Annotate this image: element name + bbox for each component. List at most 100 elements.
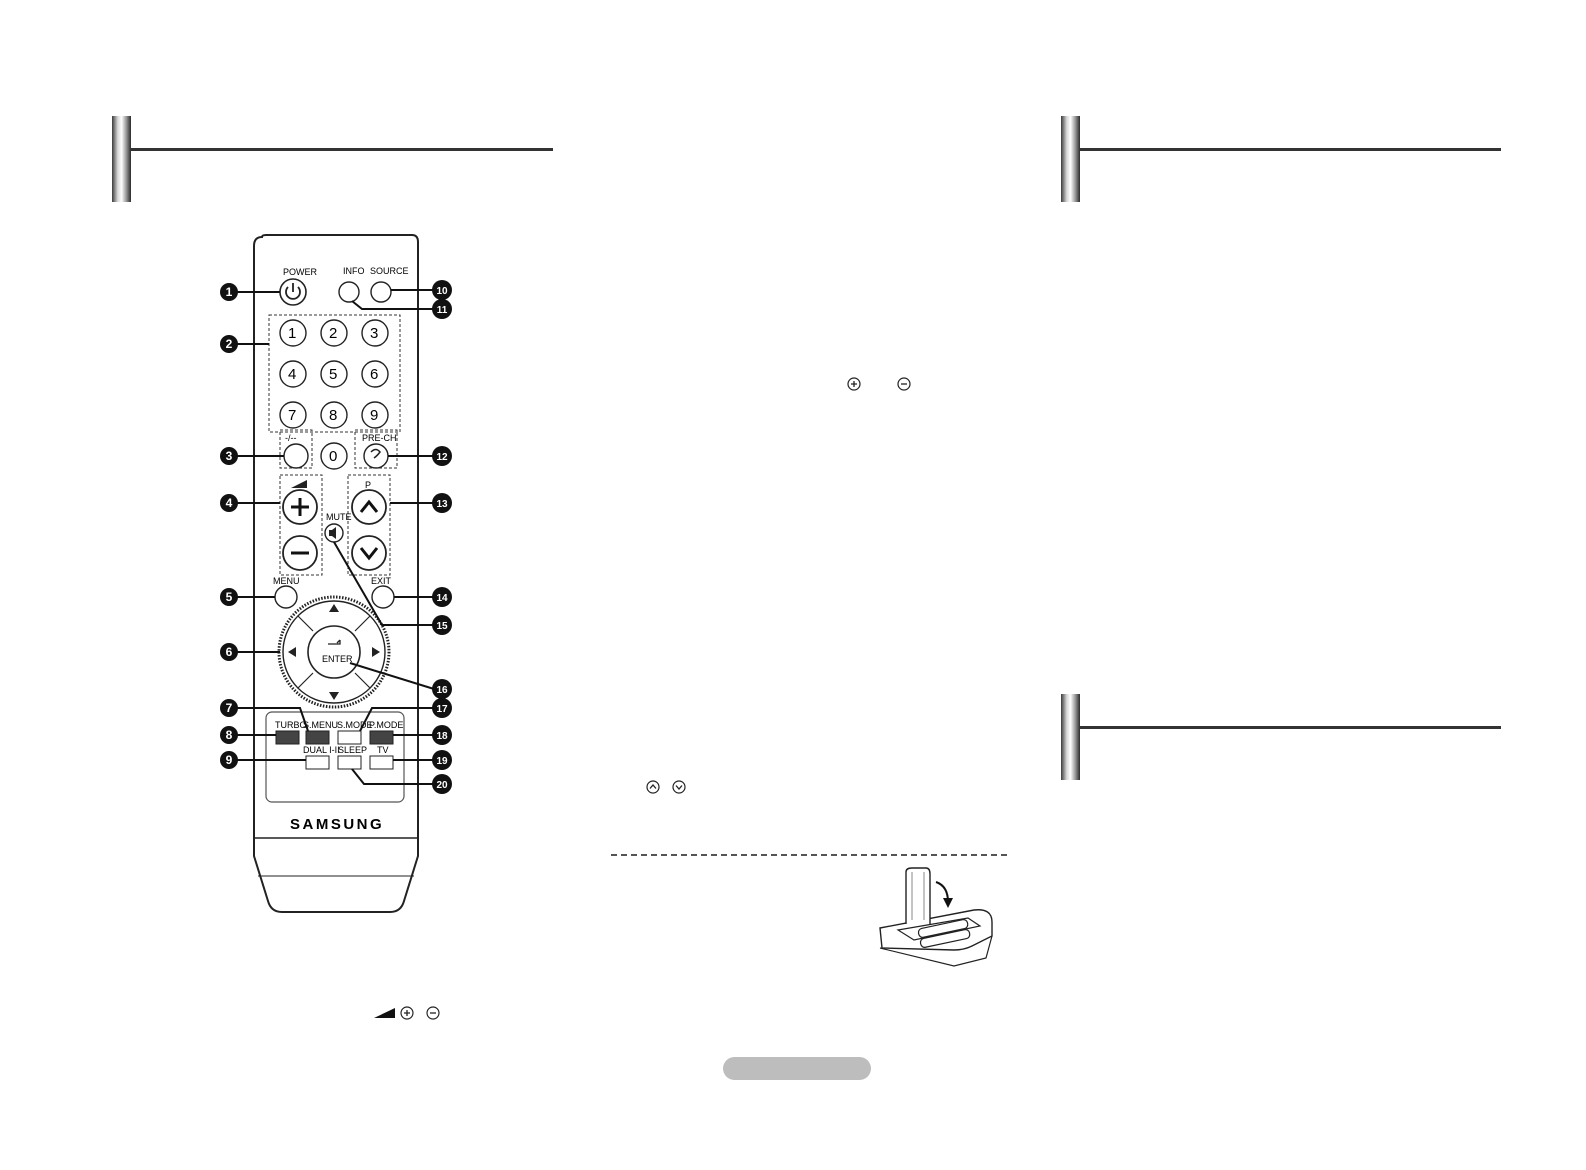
volume-wedge-icon	[291, 480, 307, 488]
callout-marker-7	[220, 699, 238, 717]
digit-button-7[interactable]	[279, 401, 307, 429]
nav-up-arrow[interactable]	[329, 604, 339, 612]
callout-marker-12	[432, 446, 452, 466]
smode-button[interactable]	[337, 730, 362, 745]
dual-button[interactable]	[305, 755, 330, 770]
callout-number: 10	[436, 286, 448, 297]
source-label: SOURCE	[370, 266, 409, 276]
callout-number: 9	[226, 753, 233, 767]
digit-label: 5	[329, 366, 337, 383]
digit-label: 0	[329, 448, 337, 465]
callout-number: 12	[436, 452, 448, 463]
callout-marker-10	[432, 280, 452, 300]
header-rule	[131, 148, 553, 151]
turbo-button[interactable]	[275, 730, 300, 745]
source-button[interactable]	[370, 281, 392, 303]
callout-number: 2	[226, 337, 233, 351]
dual-label: DUAL I-II	[303, 745, 340, 755]
callout-marker-5	[220, 588, 238, 606]
minus-circle-icon	[897, 377, 911, 391]
prech-label: PRE-CH	[362, 433, 397, 443]
dash-label: -/--	[285, 433, 297, 443]
volume-wedge-icon	[374, 1008, 395, 1018]
callout-number: 18	[436, 731, 448, 742]
header-bar	[112, 116, 131, 202]
digit-label: 8	[329, 407, 337, 424]
callout-marker-8	[220, 726, 238, 744]
callout-marker-9	[220, 751, 238, 769]
enter-button[interactable]	[307, 625, 361, 679]
callout-number: 19	[436, 756, 448, 767]
callout-number: 5	[226, 590, 233, 604]
sleep-label: SLEEP	[338, 745, 367, 755]
callout-marker-15	[432, 615, 452, 635]
digit-button-8[interactable]	[320, 401, 348, 429]
smenu-button[interactable]	[305, 730, 330, 745]
page-number-pill	[723, 1057, 871, 1080]
pmode-button[interactable]	[369, 730, 394, 745]
info-label: INFO	[343, 266, 365, 276]
sleep-button[interactable]	[337, 755, 362, 770]
brand-logo: SAMSUNG	[290, 816, 384, 833]
callout-marker-17	[432, 698, 452, 718]
callout-marker-20	[432, 774, 452, 794]
chevron-up-icon	[359, 499, 379, 513]
plus-circle-icon	[400, 1006, 414, 1020]
info-button[interactable]	[338, 281, 360, 303]
nav-right-arrow[interactable]	[372, 647, 380, 657]
nav-left-arrow[interactable]	[288, 647, 296, 657]
callout-number: 4	[226, 496, 233, 510]
channel-down-button[interactable]	[351, 535, 387, 571]
digit-label: 3	[370, 325, 378, 342]
dashed-separator	[611, 854, 1007, 856]
remote-illustration: SAMSUNG POWER INFO SOURCE 1 2 3 4 5 6 7 …	[253, 234, 419, 913]
nav-down-arrow[interactable]	[329, 692, 339, 700]
callout-marker-11	[432, 299, 452, 319]
menu-label: MENU	[273, 576, 300, 586]
digit-button-2[interactable]	[320, 319, 348, 347]
digit-button-9[interactable]	[361, 401, 389, 429]
tv-button[interactable]	[369, 755, 394, 770]
header-rule	[1080, 726, 1501, 729]
digit-button-1[interactable]	[279, 319, 307, 347]
callout-marker-16	[432, 679, 452, 699]
exit-label: EXIT	[371, 576, 392, 586]
digit-button-6[interactable]	[361, 360, 389, 388]
enter-icon	[328, 639, 341, 645]
digit-button-5[interactable]	[320, 360, 348, 388]
pmode-label: P.MODE	[369, 720, 403, 730]
battery-illustration	[879, 867, 993, 967]
callout-number: 7	[226, 701, 233, 715]
power-label: POWER	[283, 267, 318, 277]
digit-label: 2	[329, 325, 337, 342]
power-icon	[285, 286, 301, 300]
callout-marker-2	[220, 335, 238, 353]
turbo-label: TURBO	[275, 720, 307, 730]
mute-label: MUTE	[326, 512, 352, 522]
callout-number: 14	[436, 593, 448, 604]
header-bar	[1061, 694, 1080, 780]
callout-marker-1	[220, 283, 238, 301]
plus-circle-icon	[847, 377, 861, 391]
channel-up-button[interactable]	[351, 489, 387, 525]
callout-number: 15	[436, 621, 448, 632]
smenu-label: S.MENU	[303, 720, 338, 730]
nav-ring	[277, 595, 391, 709]
callout-number: 16	[436, 685, 448, 696]
enter-label: ENTER	[322, 654, 353, 664]
digit-button-3[interactable]	[361, 319, 389, 347]
callout-marker-3	[220, 447, 238, 465]
callout-number: 13	[436, 499, 448, 510]
callout-marker-6	[220, 643, 238, 661]
minus-circle-icon	[426, 1006, 440, 1020]
callout-number: 11	[437, 305, 448, 316]
digit-button-4[interactable]	[279, 360, 307, 388]
return-icon	[370, 448, 381, 459]
digit-button-0[interactable]	[320, 442, 348, 470]
callout-marker-4	[220, 494, 238, 512]
number-pad: 1 2 3 4 5 6 7 8 9 0	[279, 319, 389, 470]
callout-number: 1	[226, 285, 233, 299]
callout-number: 8	[226, 728, 233, 742]
mute-icon	[329, 527, 336, 539]
